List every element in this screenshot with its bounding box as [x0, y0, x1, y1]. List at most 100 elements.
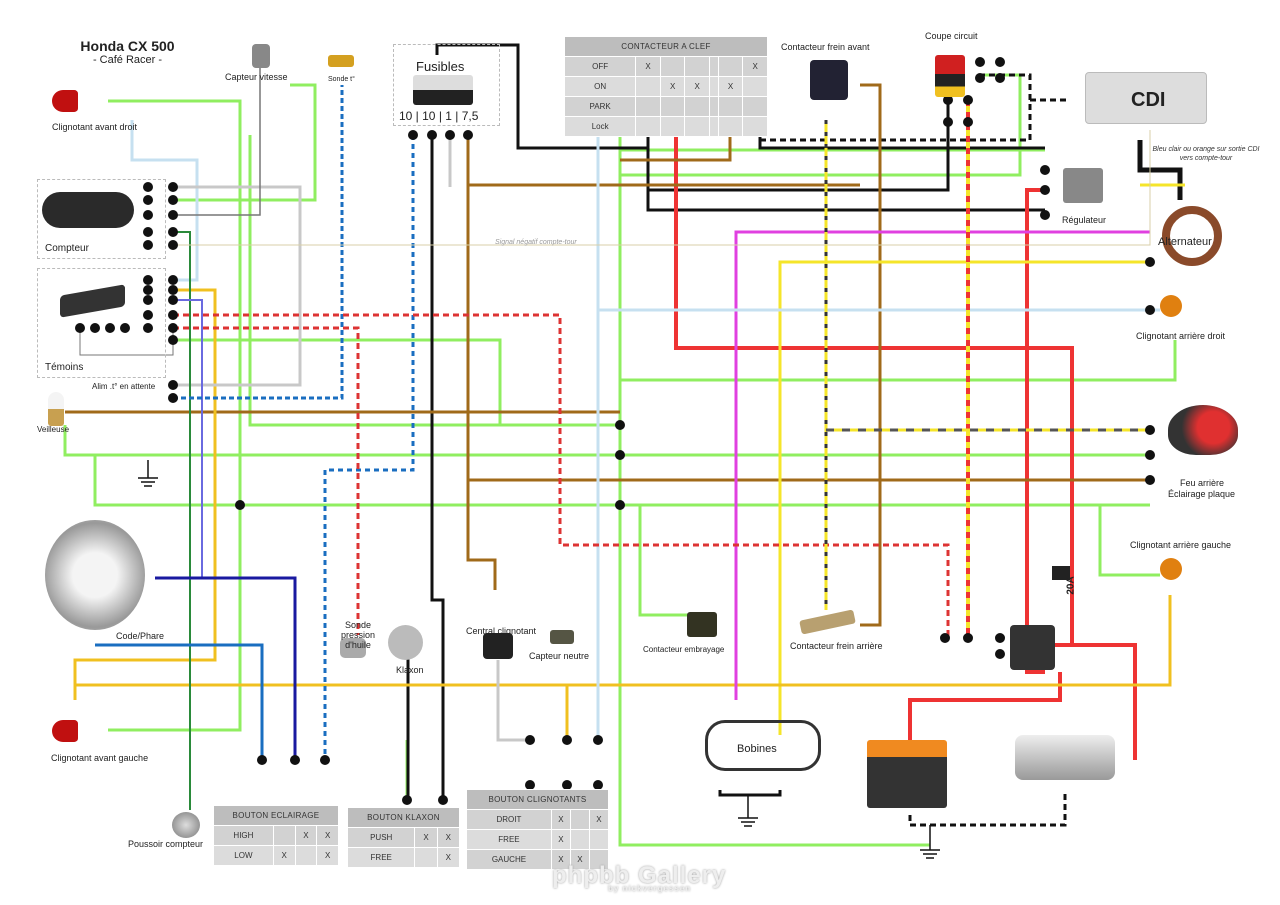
connector-dot — [143, 227, 153, 237]
label-sonde-pression: Sonde pression d'huile — [340, 620, 376, 650]
label-fusibles-values: 10 | 10 | 1 | 7,5 — [399, 109, 479, 123]
label-signal-negatif: Signal négatif compte-tour — [495, 239, 577, 246]
connector-dot — [168, 295, 178, 305]
connector-dot — [143, 295, 153, 305]
connector-dot — [995, 73, 1005, 83]
connector-dot — [75, 323, 85, 333]
table-cell: X — [588, 809, 610, 830]
black-wires — [406, 43, 1045, 800]
taillight-icon — [1168, 405, 1238, 455]
label-klaxon: Klaxon — [396, 665, 424, 675]
connector-dot — [943, 117, 953, 127]
connector-dot — [105, 323, 115, 333]
connector-dot — [168, 310, 178, 320]
table-cell — [588, 849, 610, 870]
connector-dot — [940, 633, 950, 643]
pilot-bulb-icon — [48, 392, 64, 426]
regulator-icon — [1063, 168, 1103, 203]
table-cell: X — [436, 847, 461, 868]
row-label: PUSH — [346, 827, 416, 848]
ignition-coils-icon — [705, 720, 821, 771]
connector-dot — [235, 500, 245, 510]
fuse-box-frame — [393, 44, 500, 126]
starter-relay-icon — [1010, 625, 1055, 670]
connector-dot — [168, 195, 178, 205]
title-main: Honda CX 500 — [80, 38, 175, 54]
connector-dot — [143, 210, 153, 220]
oil-pressure-sensor-icon — [340, 638, 366, 658]
connector-dot — [963, 633, 973, 643]
battery-icon — [867, 740, 947, 808]
connector-dot — [143, 310, 153, 320]
watermark: phpbb Gallery by nickvergessen — [552, 862, 726, 893]
table-cell: X — [635, 56, 661, 77]
label-contacteur-embrayage: Contacteur embrayage — [643, 645, 725, 654]
bulb-orange-icon — [1160, 558, 1182, 580]
connector-dot — [525, 780, 535, 790]
bulb-icon — [52, 90, 78, 112]
cdi-icon — [1085, 72, 1207, 124]
label-alim-t: Alim .t° en attente — [92, 382, 156, 391]
connector-dot — [168, 335, 178, 345]
row-label: LOW — [213, 845, 274, 866]
table-cell — [742, 96, 768, 117]
row-label: HIGH — [213, 825, 274, 846]
label-clignotant-arriere-droit: Clignotant arrière droit — [1136, 331, 1226, 341]
table-cell — [569, 829, 590, 850]
table-cell — [635, 76, 661, 97]
label-eclairage-plaque: Éclairage plaque — [1168, 489, 1236, 499]
table-row: PARK — [563, 96, 768, 117]
table-cell: X — [272, 845, 296, 866]
diagram-title: Honda CX 500 - Café Racer - — [60, 38, 195, 66]
connector-dot — [1145, 475, 1155, 485]
connector-dot — [615, 500, 625, 510]
label-fuse-20a: 20A — [1065, 576, 1077, 595]
row-label: FREE — [346, 847, 416, 868]
connector-dot — [143, 240, 153, 250]
table-cell: X — [414, 827, 438, 848]
connector-dot — [995, 649, 1005, 659]
connector-dot — [402, 795, 412, 805]
label-code-phare: Code/Phare — [116, 631, 165, 641]
row-label: PARK — [563, 96, 637, 117]
connector-dot — [1145, 450, 1155, 460]
gold-wires — [73, 288, 1172, 740]
table-cell — [294, 845, 318, 866]
connector-dot — [168, 182, 178, 192]
brake-switch-icon — [810, 60, 848, 100]
table-cell: X — [294, 825, 318, 846]
connector-dot — [975, 57, 985, 67]
row-label: GAUCHE — [466, 849, 552, 870]
push-button-icon — [172, 812, 200, 838]
table-cell — [569, 809, 590, 830]
connector-dot — [143, 275, 153, 285]
connector-dot — [168, 227, 178, 237]
table-cell — [742, 116, 768, 137]
table-header: BOUTON KLAXON — [347, 807, 460, 828]
connector-dot — [445, 130, 455, 140]
connector-dot — [438, 795, 448, 805]
speed-sensor-icon — [252, 44, 270, 68]
grey-wires — [173, 135, 530, 742]
label-alternateur: Alternateur — [1158, 236, 1212, 248]
connector-dot — [168, 240, 178, 250]
connector-dot — [143, 323, 153, 333]
connector-dot — [995, 633, 1005, 643]
table-cell — [684, 116, 710, 137]
table-cell — [708, 56, 719, 77]
table-cell: X — [684, 76, 710, 97]
table-cell: X — [659, 76, 686, 97]
fuse-20a-icon — [1052, 566, 1070, 580]
connector-dot — [1040, 185, 1050, 195]
connector-dot — [943, 95, 953, 105]
table-cell — [708, 76, 719, 97]
connector-dot — [90, 323, 100, 333]
table-cell: X — [316, 845, 339, 866]
speedometer-icon — [42, 192, 134, 228]
